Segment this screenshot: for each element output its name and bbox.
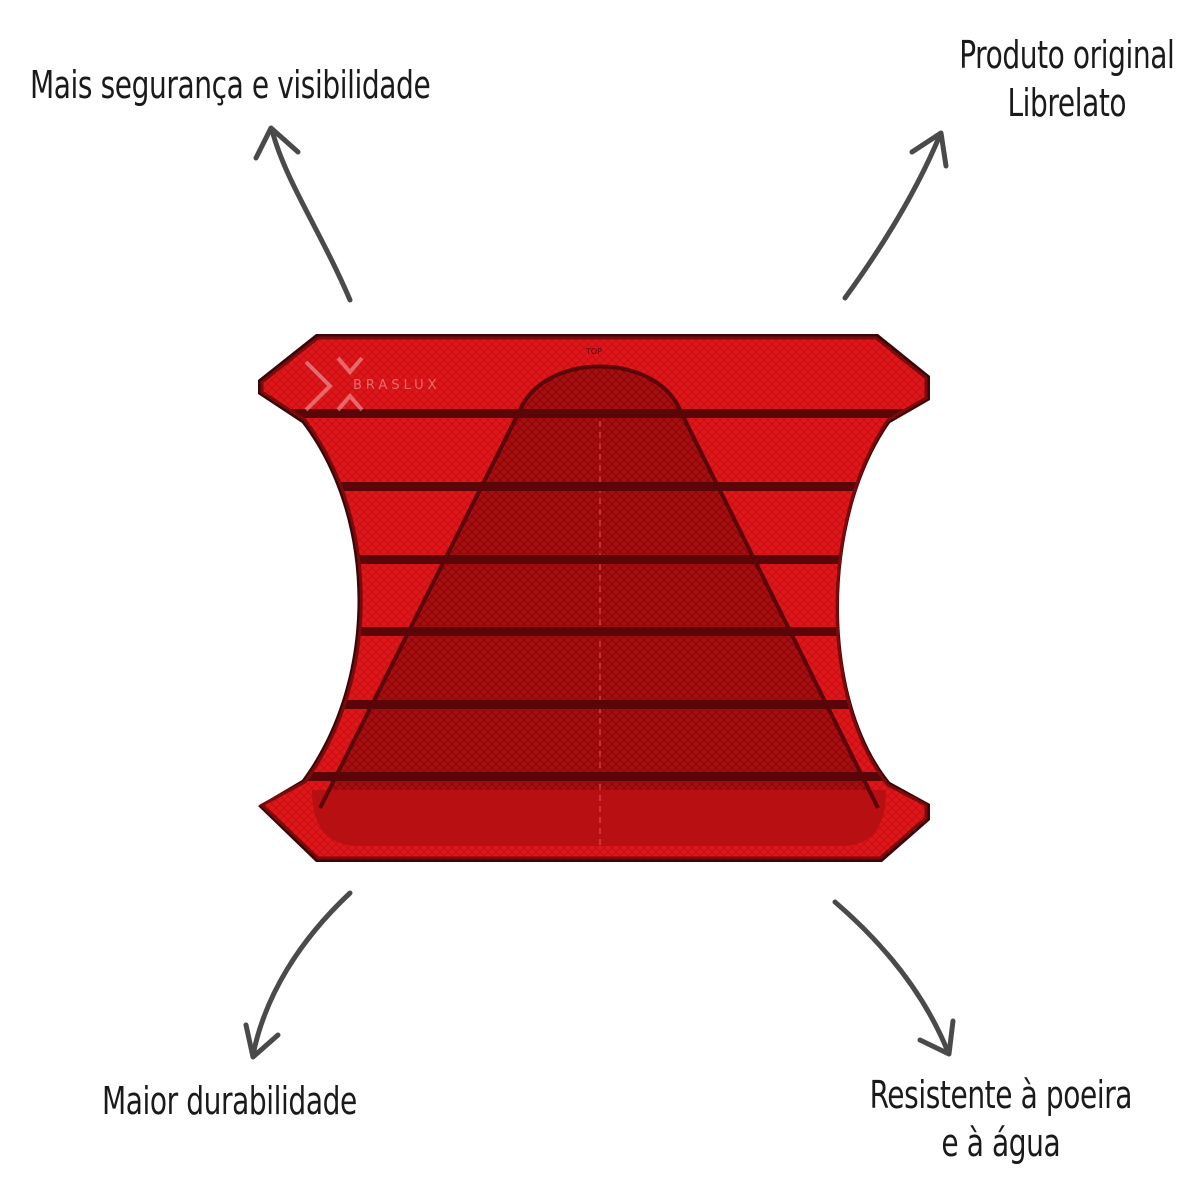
arrow-bottom-left: [250, 890, 353, 1058]
arrow-bottom-right-head: [917, 1018, 956, 1057]
callout-durability: Maior durabilidade: [102, 1078, 357, 1126]
arrow-top-right-head: [909, 130, 949, 169]
arrow-bottom-right: [832, 899, 951, 1055]
callout-line: Produto original: [958, 33, 1175, 77]
callout-original-product: Produto original Librelato: [958, 32, 1175, 127]
callout-line: Resistente à poeira: [869, 1073, 1133, 1117]
callout-line: Maior durabilidade: [102, 1079, 357, 1123]
callout-line: Mais segurança e visibilidade: [30, 63, 431, 107]
arrow-bottom-left-head: [243, 1022, 281, 1060]
arrow-top-right: [842, 132, 943, 301]
callout-safety-visibility: Mais segurança e visibilidade: [30, 62, 431, 110]
callout-line: Librelato: [1007, 80, 1126, 125]
arrow-top-left: [269, 127, 353, 303]
arrow-top-left-head: [253, 125, 301, 161]
reflector-body: [258, 334, 930, 862]
braslux-logo: BRASLUX: [304, 356, 441, 412]
brand-name: BRASLUX: [353, 378, 441, 393]
callout-line: e à água: [941, 1120, 1061, 1165]
reflector-stripes: [262, 409, 926, 781]
top-mark: TOP: [585, 347, 602, 356]
reflector-bottom-band: [312, 790, 886, 846]
callout-dust-water-resistant: Resistente à poeira e à água: [869, 1072, 1133, 1167]
